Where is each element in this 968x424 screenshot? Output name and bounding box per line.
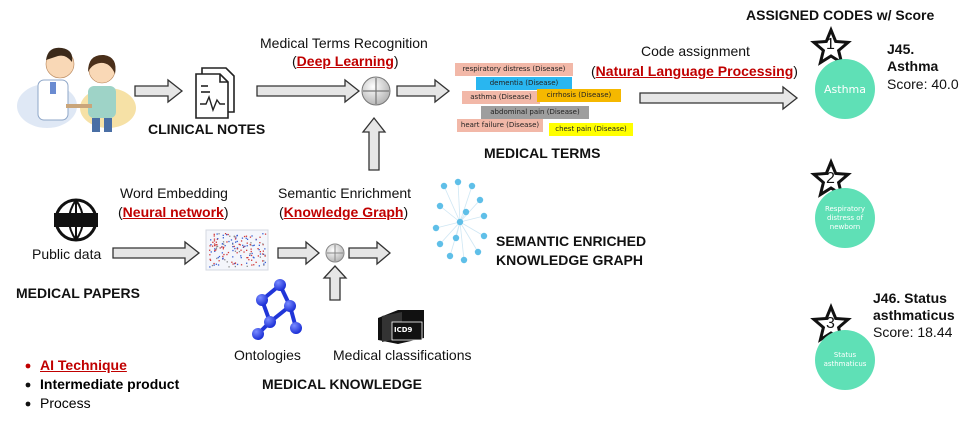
semantic-graph-icon — [432, 178, 488, 264]
arrow-notes-to-recognition — [256, 78, 361, 104]
code-1-score: Score: 40.0 — [887, 76, 959, 92]
arrow-recognition-to-terms — [396, 78, 451, 104]
clinical-notes-label: CLINICAL NOTES — [148, 121, 266, 137]
recognition-technique: (Deep Learning) — [292, 53, 399, 69]
term-tag: dementia (Disease) — [476, 77, 572, 90]
code-circle-1: Asthma — [815, 59, 875, 119]
code-assignment-technique: (Natural Language Processing) — [591, 63, 798, 79]
recognition-plus-node — [361, 76, 391, 106]
public-data-label: Public data — [32, 246, 102, 262]
rank-star-1 — [810, 26, 852, 66]
word-embedding-technique: (Neural network) — [118, 204, 229, 220]
semantic-graph-label-2: KNOWLEDGE GRAPH — [496, 252, 643, 268]
clinical-notes-icon — [195, 67, 235, 119]
code-3-score: Score: 18.44 — [873, 324, 953, 340]
arrow-enrichment-up — [361, 116, 387, 171]
code-circle-2: Respiratory distress of newborn — [815, 188, 875, 248]
medical-knowledge-label: MEDICAL KNOWLEDGE — [262, 376, 422, 392]
legend-process: Process — [40, 395, 91, 411]
rank-star-2 — [810, 158, 852, 198]
arrow-terms-to-codes — [639, 85, 799, 111]
rank-number-2: 2 — [826, 170, 835, 187]
ontology-molecule-icon — [252, 279, 302, 340]
www-globe-icon — [54, 198, 98, 242]
term-tag: asthma (Disease) — [462, 91, 540, 104]
icd-badge: ICD9 — [394, 326, 413, 334]
code-3-id: J46. Status — [873, 290, 947, 306]
legend-intermediate-product: Intermediate product — [40, 376, 180, 392]
enrichment-plus-node — [325, 243, 345, 263]
semantic-enrichment-technique: (Knowledge Graph) — [279, 204, 409, 220]
ontologies-label: Ontologies — [234, 347, 301, 363]
medical-terms-label: MEDICAL TERMS — [484, 145, 601, 161]
code-circle-3: Status asthmaticus — [815, 330, 875, 390]
term-tag: heart failure (Disease) — [457, 119, 543, 132]
semantic-graph-label-1: SEMANTIC ENRICHED — [496, 233, 647, 249]
semantic-enrichment-label: Semantic Enrichment — [278, 185, 412, 201]
rank-number-3: 3 — [826, 315, 835, 332]
term-tag: cirrhosis (Disease) — [537, 89, 621, 102]
doctor-patient-icon — [17, 47, 136, 132]
term-tag: respiratory distress (Disease) — [455, 63, 573, 76]
arrow-knowledge-up — [322, 265, 348, 301]
word-embedding-label: Word Embedding — [120, 185, 228, 201]
term-tag: abdominal pain (Disease) — [481, 106, 589, 119]
embedding-cloud-icon — [205, 229, 269, 271]
arrow-plus-to-graph — [348, 240, 392, 266]
legend-ai-technique: AI Technique — [40, 357, 127, 373]
code-1-name: Asthma — [887, 58, 939, 74]
rank-number-1: 1 — [826, 36, 835, 53]
recognition-label: Medical Terms Recognition — [260, 35, 428, 51]
medical-papers-label: MEDICAL PAPERS — [16, 285, 140, 301]
arrow-embedding-to-plus — [277, 240, 321, 266]
term-tag: chest pain (Disease) — [549, 123, 633, 136]
assigned-codes-heading: ASSIGNED CODES w/ Score — [746, 7, 935, 23]
code-3-name: asthmaticus — [873, 307, 955, 323]
arrow-public-to-embedding — [112, 240, 201, 266]
code-assignment-label: Code assignment — [641, 43, 750, 59]
medical-classifications-label: Medical classifications — [333, 347, 472, 363]
arrow-doctor-to-notes — [134, 78, 184, 104]
icd-books-icon — [378, 310, 424, 344]
code-1-id: J45. — [887, 41, 915, 57]
